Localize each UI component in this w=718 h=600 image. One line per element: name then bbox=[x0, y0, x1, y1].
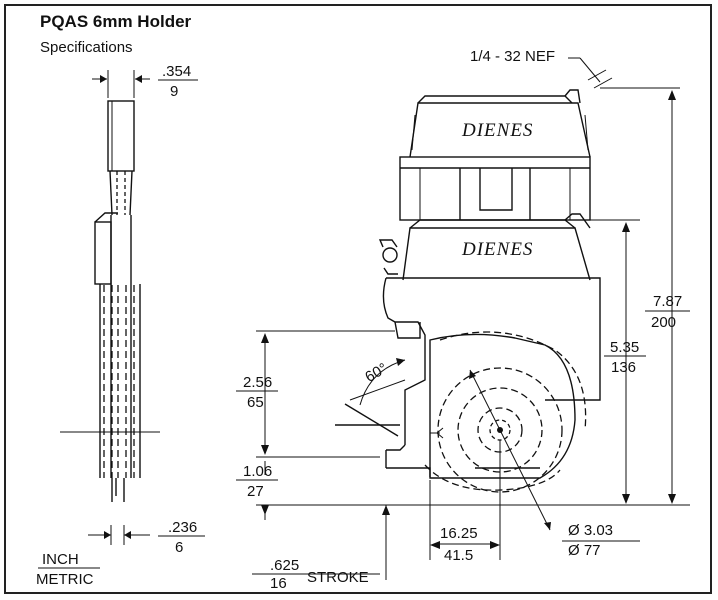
legend-inch: INCH bbox=[42, 551, 79, 568]
dim-base-height-inch: 1.06 bbox=[243, 463, 272, 480]
stroke-label: STROKE bbox=[307, 569, 369, 586]
dim-blade-dia-inch: Ø 3.03 bbox=[568, 522, 613, 539]
holder-body bbox=[386, 277, 601, 401]
brand-label-lower: DIENES bbox=[461, 239, 533, 260]
dim-body-height-inch: 5.35 bbox=[610, 339, 639, 356]
blade-housing bbox=[429, 333, 576, 479]
dim-knife-height-inch: 2.56 bbox=[243, 374, 272, 391]
dim-offset-metric: 41.5 bbox=[444, 547, 473, 564]
brand-label-upper: DIENES bbox=[461, 120, 533, 141]
dim-bottom-width-metric: 6 bbox=[175, 539, 183, 556]
side-tube-top bbox=[107, 100, 135, 172]
side-clamp-block bbox=[94, 221, 112, 285]
dim-blade-dia-metric: Ø 77 bbox=[568, 542, 601, 559]
dim-total-height-inch: 7.87 bbox=[653, 293, 682, 310]
legend-metric: METRIC bbox=[36, 571, 94, 588]
lower-head bbox=[402, 227, 591, 281]
blade-outline bbox=[437, 367, 563, 493]
dim-knife-height-metric: 65 bbox=[247, 394, 264, 411]
dim-stroke-inch: .625 bbox=[270, 557, 299, 574]
dim-bottom-width-inch: .236 bbox=[168, 519, 197, 536]
page-subtitle: Specifications bbox=[40, 39, 133, 56]
page-title: PQAS 6mm Holder bbox=[40, 12, 192, 31]
adjust-knob bbox=[382, 247, 398, 263]
angle-label: 60° bbox=[362, 360, 390, 386]
dim-total-height-metric: 200 bbox=[651, 314, 676, 331]
dim-base-height-metric: 27 bbox=[247, 483, 264, 500]
dim-stroke-metric: 16 bbox=[270, 575, 287, 592]
drawing-frame bbox=[4, 4, 712, 594]
dim-body-height-metric: 136 bbox=[611, 359, 636, 376]
side-view: .354 9 .236 6 bbox=[60, 63, 205, 556]
dim-top-width-inch: .354 bbox=[162, 63, 191, 80]
front-view: 60° bbox=[335, 89, 601, 531]
dim-top-width-metric: 9 bbox=[170, 83, 178, 100]
dim-offset-inch: 16.25 bbox=[440, 525, 478, 542]
thread-label: 1/4 - 32 NEF bbox=[470, 48, 555, 65]
